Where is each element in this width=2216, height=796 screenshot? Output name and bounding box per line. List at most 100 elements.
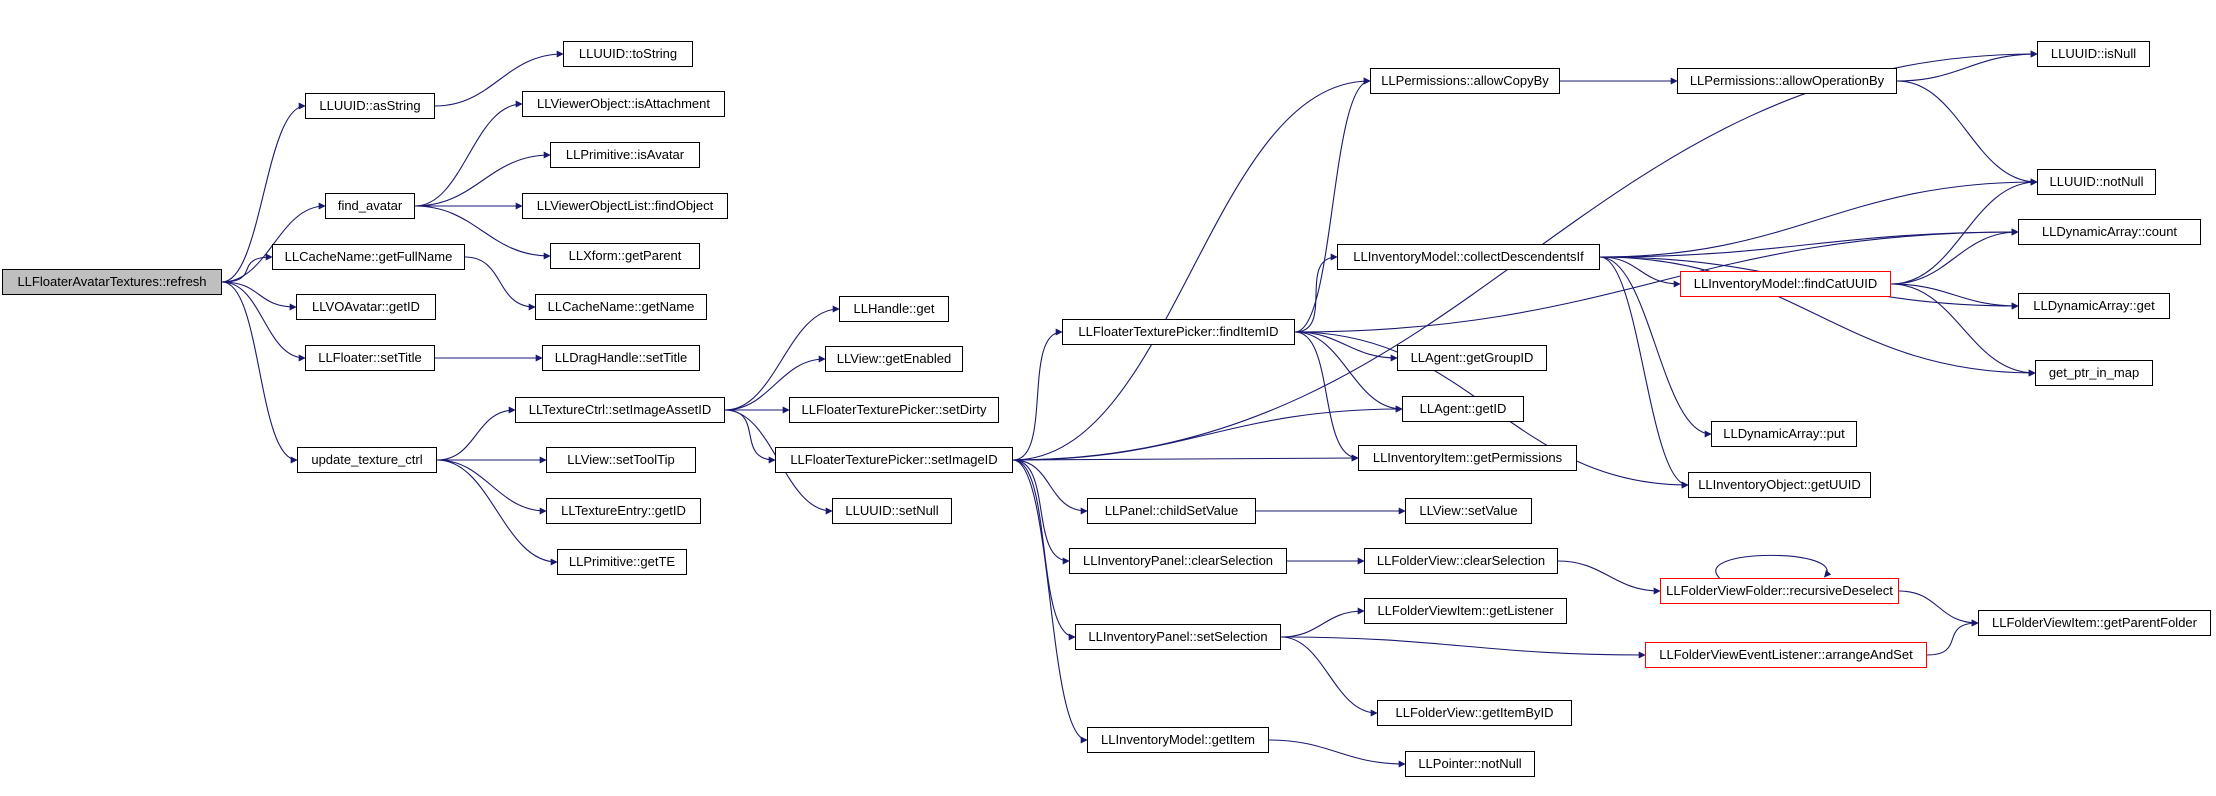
graph-node-allowOperationBy[interactable]: LLPermissions::allowOperationBy <box>1677 68 1897 94</box>
graph-node-viewSetValue[interactable]: LLView::setValue <box>1405 498 1532 524</box>
call-edge-update_texture_ctrl-to-getTE <box>436 459 558 566</box>
call-edge-collectDescendentsIf-to-count <box>1599 228 2019 258</box>
graph-node-teGetID[interactable]: LLTextureEntry::getID <box>546 498 701 524</box>
graph-node-getListener[interactable]: LLFolderViewItem::getListener <box>1364 598 1567 624</box>
graph-node-root[interactable]: LLFloaterAvatarTextures::refresh <box>2 269 222 295</box>
graph-node-agentGetID[interactable]: LLAgent::getID <box>1402 396 1524 422</box>
graph-node-notNullPtr[interactable]: LLPointer::notNull <box>1405 751 1535 777</box>
call-edge-collectDescendentsIf-to-findCatUUID <box>1599 256 1681 288</box>
call-edge-collectDescendentsIf-to-notNull <box>1599 178 2038 258</box>
call-edge-find_avatar-to-isAttachment <box>414 100 523 207</box>
call-edge-setImageID-to-allowCopyBy <box>1012 77 1371 461</box>
graph-node-recursiveDeselect[interactable]: LLFolderViewFolder::recursiveDeselect <box>1660 578 1899 604</box>
graph-node-getPermissions[interactable]: LLInventoryItem::getPermissions <box>1358 445 1577 471</box>
graph-node-collectDescendentsIf[interactable]: LLInventoryModel::collectDescendentsIf <box>1337 244 1600 270</box>
graph-node-getParentFolder[interactable]: LLFolderViewItem::getParentFolder <box>1978 610 2211 636</box>
call-edge-findItemID-to-getPermissions <box>1294 331 1359 462</box>
graph-node-setDirty[interactable]: LLFloaterTexturePicker::setDirty <box>789 397 999 423</box>
graph-node-toString[interactable]: LLUUID::toString <box>563 41 693 67</box>
graph-node-fvClearSelection[interactable]: LLFolderView::clearSelection <box>1364 548 1558 574</box>
call-edge-findItemID-to-allowCopyBy <box>1294 77 1371 333</box>
call-edge-findCatUUID-to-count <box>1890 228 2019 285</box>
graph-node-get_ptr_in_map[interactable]: get_ptr_in_map <box>2035 360 2153 386</box>
graph-node-getFullName[interactable]: LLCacheName::getFullName <box>272 244 465 270</box>
call-edge-setImageID-to-getPermissions <box>1012 454 1359 462</box>
graph-node-childSetValue[interactable]: LLPanel::childSetValue <box>1087 498 1256 524</box>
graph-node-daGet[interactable]: LLDynamicArray::get <box>2018 293 2170 319</box>
graph-node-getParent[interactable]: LLXform::getParent <box>550 243 700 269</box>
call-edge-collectDescendentsIf-to-getUUID <box>1599 256 1689 489</box>
call-edge-root-to-asString <box>221 102 306 283</box>
graph-node-getName[interactable]: LLCacheName::getName <box>535 294 707 320</box>
call-edge-root-to-getFullName <box>221 253 273 283</box>
call-edge-findCatUUID-to-notNull <box>1890 178 2038 285</box>
call-edge-root-to-update_texture_ctrl <box>221 281 298 464</box>
call-edge-allowOperationBy-to-isNull <box>1896 50 2038 82</box>
call-edge-findCatUUID-to-get_ptr_in_map <box>1890 283 2036 377</box>
call-edge-setImageID-to-findItemID <box>1012 328 1063 461</box>
graph-node-asString[interactable]: LLUUID::asString <box>305 93 435 119</box>
graph-node-handleGet[interactable]: LLHandle::get <box>839 296 949 322</box>
graph-node-find_avatar[interactable]: find_avatar <box>325 193 415 219</box>
graph-node-setImageAssetID[interactable]: LLTextureCtrl::setImageAssetID <box>515 397 725 423</box>
call-edge-root-to-setTitle <box>221 281 306 362</box>
graph-node-findItemID[interactable]: LLFloaterTexturePicker::findItemID <box>1062 319 1295 345</box>
call-edge-update_texture_ctrl-to-setImageAssetID <box>436 406 516 461</box>
call-edge-findCatUUID-to-daGet <box>1890 283 2019 310</box>
graph-node-setToolTip[interactable]: LLView::setToolTip <box>546 447 696 473</box>
graph-node-notNull[interactable]: LLUUID::notNull <box>2037 169 2156 195</box>
call-edge-setSelection-to-getListener <box>1280 607 1365 638</box>
graph-node-getEnabled[interactable]: LLView::getEnabled <box>825 346 963 372</box>
graph-node-getTE[interactable]: LLPrimitive::getTE <box>557 549 687 575</box>
graph-node-setImageID[interactable]: LLFloaterTexturePicker::setImageID <box>775 447 1013 473</box>
graph-node-setSelection[interactable]: LLInventoryPanel::setSelection <box>1075 624 1281 650</box>
graph-node-getItem[interactable]: LLInventoryModel::getItem <box>1087 727 1269 753</box>
graph-node-arrangeAndSet[interactable]: LLFolderViewEventListener::arrangeAndSet <box>1645 642 1927 668</box>
graph-node-setNull[interactable]: LLUUID::setNull <box>832 498 952 524</box>
call-edge-update_texture_ctrl-to-teGetID <box>436 459 547 515</box>
graph-node-isAvatar[interactable]: LLPrimitive::isAvatar <box>550 142 700 168</box>
call-edge-setImageAssetID-to-handleGet <box>724 305 840 411</box>
call-edge-arrangeAndSet-to-getParentFolder <box>1926 619 1979 656</box>
call-edge-find_avatar-to-getParent <box>414 205 551 260</box>
call-edge-collectDescendentsIf-to-get_ptr_in_map <box>1599 256 2036 377</box>
graph-node-getUUID[interactable]: LLInventoryObject::getUUID <box>1688 472 1871 498</box>
graph-node-findObject[interactable]: LLViewerObjectList::findObject <box>522 193 728 219</box>
call-edge-recursiveDeselect-to-getParentFolder <box>1898 590 1979 627</box>
call-edge-setImageID-to-setSelection <box>1012 459 1076 641</box>
call-edge-setImageAssetID-to-setImageID <box>724 409 776 464</box>
call-edge-allowOperationBy-to-notNull <box>1896 80 2038 186</box>
graph-node-clearSelection[interactable]: LLInventoryPanel::clearSelection <box>1069 548 1287 574</box>
call-edge-setSelection-to-arrangeAndSet <box>1280 636 1646 659</box>
call-edge-root-to-voGetID <box>221 281 297 311</box>
call-edge-findItemID-to-count <box>1294 228 2019 333</box>
call-edge-getItem-to-notNullPtr <box>1268 739 1406 768</box>
call-edge-setImageID-to-clearSelection <box>1012 459 1070 565</box>
graph-node-update_texture_ctrl[interactable]: update_texture_ctrl <box>297 447 437 473</box>
call-edge-setImageID-to-getItem <box>1012 459 1088 744</box>
call-edge-asString-to-toString <box>434 50 564 107</box>
call-edge-setImageAssetID-to-getEnabled <box>724 355 826 411</box>
graph-node-count[interactable]: LLDynamicArray::count <box>2018 219 2201 245</box>
graph-node-getItemByID[interactable]: LLFolderView::getItemByID <box>1377 700 1572 726</box>
call-edge-setImageID-to-agentGetID <box>1012 405 1403 461</box>
call-edge-fvClearSelection-to-recursiveDeselect <box>1557 560 1661 595</box>
graph-node-allowCopyBy[interactable]: LLPermissions::allowCopyBy <box>1370 68 1560 94</box>
call-edge-setSelection-to-getItemByID <box>1280 636 1378 717</box>
graph-node-voGetID[interactable]: LLVOAvatar::getID <box>296 294 436 320</box>
graph-node-findCatUUID[interactable]: LLInventoryModel::findCatUUID <box>1680 271 1891 297</box>
graph-node-isNull[interactable]: LLUUID::isNull <box>2037 41 2150 67</box>
graph-node-daPut[interactable]: LLDynamicArray::put <box>1711 421 1857 447</box>
graph-node-dragSetTitle[interactable]: LLDragHandle::setTitle <box>542 345 700 371</box>
graph-node-isAttachment[interactable]: LLViewerObject::isAttachment <box>522 91 725 117</box>
call-edge-findItemID-to-collectDescendentsIf <box>1294 253 1338 333</box>
call-edge-findItemID-to-getGroupID <box>1294 331 1398 362</box>
call-edge-find_avatar-to-isAvatar <box>414 151 551 207</box>
graph-node-setTitle[interactable]: LLFloater::setTitle <box>305 345 435 371</box>
call-edge-findItemID-to-agentGetID <box>1294 331 1403 413</box>
call-edge-setImageID-to-childSetValue <box>1012 459 1088 515</box>
graph-node-getGroupID[interactable]: LLAgent::getGroupID <box>1397 345 1547 371</box>
call-edge-collectDescendentsIf-to-daPut <box>1599 256 1712 438</box>
